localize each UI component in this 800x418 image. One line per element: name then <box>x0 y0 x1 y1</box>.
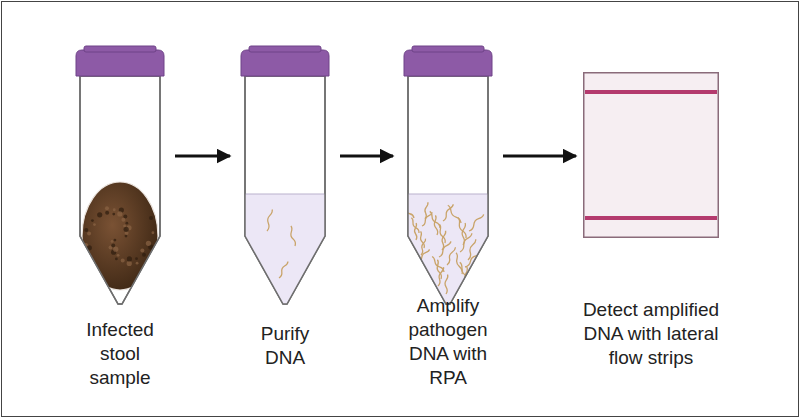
tube-cap <box>76 50 164 76</box>
tube-shape <box>72 46 168 308</box>
stool-texture <box>105 206 109 210</box>
step-caption: Purify DNA <box>245 322 325 370</box>
stool-texture <box>111 240 114 243</box>
flow-arrow <box>175 155 230 158</box>
tube-node: Amplify pathogen DNA with RPA <box>400 46 496 308</box>
dna-strand <box>430 256 445 273</box>
control-line <box>585 90 717 94</box>
dna-strand <box>416 275 423 292</box>
dna-strand <box>407 253 416 269</box>
lateral-flow-strip <box>584 73 719 238</box>
step-caption: Amplify pathogen DNA with RPA <box>398 294 498 390</box>
tube-cap-top <box>249 46 321 52</box>
dna-strand <box>412 262 424 277</box>
stool-texture <box>93 223 96 226</box>
stool-texture <box>121 218 125 222</box>
stool-texture <box>135 257 138 260</box>
dna-strand <box>437 224 446 243</box>
tube-shape <box>237 46 333 308</box>
stool-texture <box>84 228 88 232</box>
step-caption: Infected stool sample <box>68 318 172 390</box>
stool-texture <box>140 249 144 253</box>
tube-cap-top <box>412 46 484 52</box>
stool-texture <box>152 231 155 234</box>
stool-texture <box>125 235 128 238</box>
stool-texture <box>127 261 132 266</box>
dna-strand <box>435 260 442 280</box>
stool-texture <box>91 219 94 222</box>
strip-node: Detect amplified DNA with lateral flow s… <box>583 72 719 238</box>
dna-strand <box>416 267 421 284</box>
test-line <box>585 216 717 220</box>
stool-texture <box>105 211 109 215</box>
stool-texture <box>125 222 128 225</box>
dna-strand <box>419 231 426 248</box>
liquid <box>237 194 333 314</box>
stool-texture <box>149 216 153 220</box>
tube-shape <box>400 46 496 308</box>
tube-outline <box>408 76 488 304</box>
dna-strand <box>428 211 441 229</box>
stool-texture <box>136 262 139 265</box>
dna-strand <box>266 209 273 231</box>
dna-strand <box>446 246 456 265</box>
stool-texture <box>113 247 118 252</box>
tube-body <box>80 76 160 304</box>
liquid-surface <box>408 194 488 195</box>
flow-arrow <box>340 155 393 158</box>
dna-strand <box>414 223 417 240</box>
tube-contents <box>82 182 158 290</box>
tube-node: Purify DNA <box>237 46 333 308</box>
dna-strand <box>468 213 484 232</box>
tube-node: Infected stool sample <box>72 46 168 308</box>
dna-strand <box>289 226 297 246</box>
dna-strand <box>467 238 476 260</box>
strip-shape <box>583 72 719 238</box>
stool-texture <box>127 256 132 261</box>
liquid-surface <box>245 194 325 195</box>
stool-texture <box>114 239 117 242</box>
stool-texture <box>113 208 116 211</box>
tube-outline <box>245 76 325 304</box>
stool-texture <box>123 225 126 228</box>
tube-cap <box>404 50 492 76</box>
stool-texture <box>97 212 102 217</box>
stool-texture <box>112 213 115 216</box>
stool-texture <box>117 254 120 257</box>
stool-texture <box>87 232 91 236</box>
stool-texture <box>115 258 118 261</box>
dna-strand <box>445 274 448 294</box>
tube-contents <box>237 194 333 314</box>
stool-sample <box>82 182 158 290</box>
tube-cap-top <box>84 46 156 52</box>
flow-arrow <box>503 155 576 158</box>
tube-cap <box>241 50 329 76</box>
dna-strand <box>424 202 428 219</box>
dna-strand <box>410 218 421 234</box>
stool-texture <box>142 253 146 257</box>
dna-strand <box>433 215 438 235</box>
dna-strand <box>278 261 288 279</box>
dna-strand <box>421 211 432 227</box>
stool-texture <box>117 211 122 216</box>
stool-texture <box>121 258 125 262</box>
stool-texture <box>146 241 151 246</box>
step-caption: Detect amplified DNA with lateral flow s… <box>578 298 724 370</box>
stool-texture <box>124 227 129 232</box>
dna-strand <box>442 203 454 222</box>
tube-outline <box>80 76 160 304</box>
dna-strand <box>455 217 467 238</box>
